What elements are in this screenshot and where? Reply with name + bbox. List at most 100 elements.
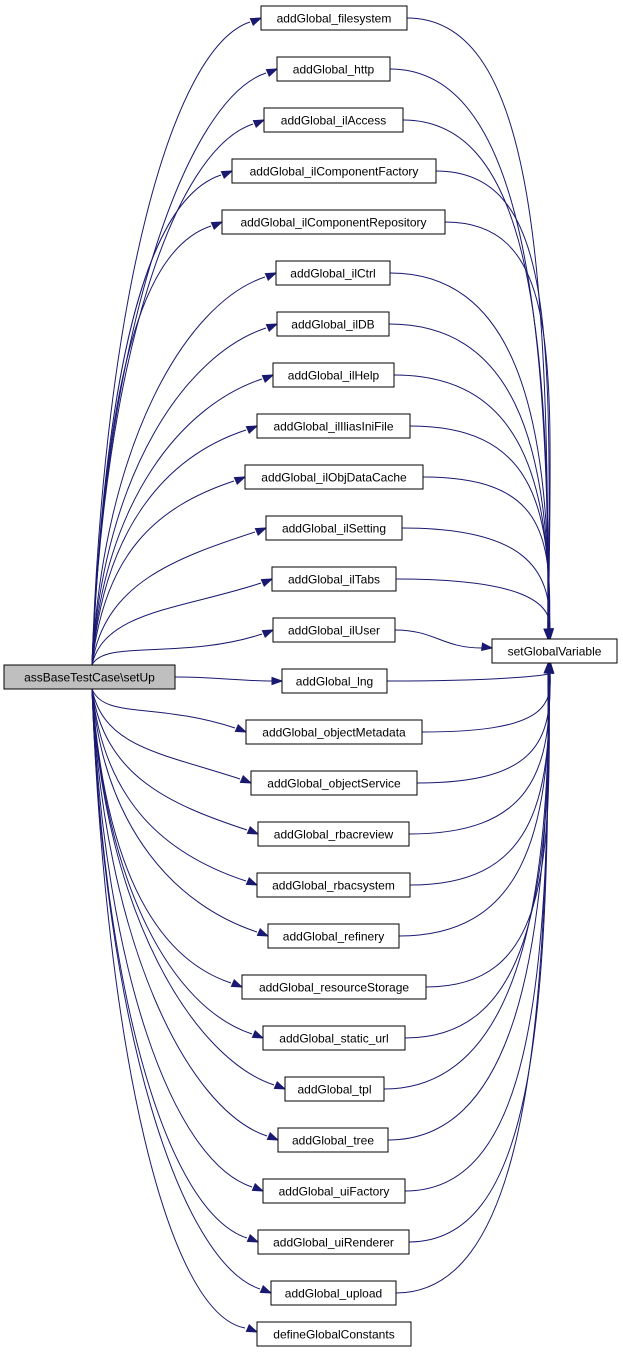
node-objectMetadata[interactable]: addGlobal_objectMetadata bbox=[245, 719, 423, 745]
edge-root-to-ilComponentRepository bbox=[91, 221, 224, 666]
node-rbacreview-box bbox=[257, 821, 410, 847]
node-uiRenderer[interactable]: addGlobal_uiRenderer bbox=[257, 1229, 410, 1255]
edge-root-to-ilTabs-arrowhead bbox=[260, 578, 274, 588]
edge-tree-to-target-line bbox=[387, 672, 550, 1141]
node-filesystem[interactable]: addGlobal_filesystem bbox=[260, 5, 408, 31]
edge-ilUser-to-target bbox=[394, 629, 494, 651]
node-tree-box bbox=[277, 1127, 389, 1153]
node-ilHelp[interactable]: addGlobal_ilHelp bbox=[272, 362, 395, 388]
edge-ilComponentRepository-to-target-line bbox=[444, 221, 551, 630]
edge-root-to-ilComponentFactory-line bbox=[91, 174, 222, 666]
edge-rbacsystem-to-target bbox=[409, 661, 554, 886]
node-static_url[interactable]: addGlobal_static_url bbox=[262, 1025, 406, 1051]
node-objectService[interactable]: addGlobal_objectService bbox=[250, 770, 418, 796]
node-ilSetting-label: addGlobal_ilSetting bbox=[282, 522, 386, 536]
node-refinery[interactable]: addGlobal_refinery bbox=[267, 923, 400, 949]
edge-root-to-objectMetadata-arrowhead bbox=[234, 723, 248, 733]
edge-root-to-objectService-arrowhead bbox=[239, 774, 253, 784]
node-rbacreview-label: addGlobal_rbacreview bbox=[274, 828, 394, 842]
edge-objectMetadata-to-target-line bbox=[421, 672, 551, 733]
node-ilDB[interactable]: addGlobal_ilDB bbox=[276, 311, 390, 337]
edge-root-to-ilTabs bbox=[91, 578, 274, 666]
edge-root-to-refinery-line bbox=[91, 688, 258, 933]
node-ilCtrl[interactable]: addGlobal_ilCtrl bbox=[275, 260, 391, 286]
node-ilAccess[interactable]: addGlobal_ilAccess bbox=[263, 107, 404, 133]
node-objectMetadata-label: addGlobal_objectMetadata bbox=[262, 726, 406, 740]
node-ilObjDataCache[interactable]: addGlobal_ilObjDataCache bbox=[244, 464, 424, 490]
node-ilComponentRepository[interactable]: addGlobal_ilComponentRepository bbox=[221, 209, 446, 235]
node-defineGlobalConstants-box bbox=[256, 1321, 412, 1347]
node-uiRenderer-label: addGlobal_uiRenderer bbox=[273, 1236, 394, 1250]
node-ilComponentRepository-box bbox=[221, 209, 446, 235]
node-lng-label: addGlobal_lng bbox=[296, 675, 373, 689]
node-objectMetadata-box bbox=[245, 719, 423, 745]
edge-root-to-rbacsystem-arrowhead bbox=[245, 876, 259, 886]
node-ilIliasIniFile-box bbox=[256, 413, 411, 439]
node-upload[interactable]: addGlobal_upload bbox=[270, 1280, 397, 1306]
edge-root-to-rbacsystem bbox=[91, 688, 259, 886]
node-resourceStorage-label: addGlobal_resourceStorage bbox=[259, 981, 409, 995]
node-tpl[interactable]: addGlobal_tpl bbox=[284, 1076, 385, 1102]
target-node[interactable]: setGlobalVariable bbox=[491, 638, 618, 664]
edge-ilComponentRepository-to-target bbox=[444, 221, 553, 641]
edge-root-to-rbacreview-arrowhead bbox=[246, 825, 260, 835]
edge-http-to-target bbox=[389, 68, 553, 641]
edge-ilSetting-to-target-line bbox=[401, 527, 551, 630]
node-ilCtrl-label: addGlobal_ilCtrl bbox=[290, 267, 375, 281]
edge-root-to-ilSetting-arrowhead bbox=[254, 527, 268, 537]
node-tree-label: addGlobal_tree bbox=[292, 1134, 374, 1148]
node-ilTabs-label: addGlobal_ilTabs bbox=[288, 573, 380, 587]
node-rbacsystem-box bbox=[256, 872, 411, 898]
edge-upload-to-target-arrowhead bbox=[543, 661, 553, 674]
edge-ilCtrl-to-target-line bbox=[389, 272, 550, 630]
node-ilIliasIniFile[interactable]: addGlobal_ilIliasIniFile bbox=[256, 413, 411, 439]
node-resourceStorage[interactable]: addGlobal_resourceStorage bbox=[241, 974, 427, 1000]
node-filesystem-box bbox=[260, 5, 408, 31]
node-objectService-label: addGlobal_objectService bbox=[267, 777, 401, 791]
node-tree[interactable]: addGlobal_tree bbox=[277, 1127, 389, 1153]
edge-objectService-to-target-line bbox=[416, 672, 551, 784]
node-uiFactory[interactable]: addGlobal_uiFactory bbox=[262, 1178, 406, 1204]
node-rbacsystem[interactable]: addGlobal_rbacsystem bbox=[256, 872, 411, 898]
edge-tpl-to-target-line bbox=[383, 672, 550, 1090]
edge-root-to-filesystem-arrowhead bbox=[249, 17, 263, 27]
node-uiFactory-box bbox=[262, 1178, 406, 1204]
node-http-box bbox=[276, 56, 391, 82]
node-ilUser[interactable]: addGlobal_ilUser bbox=[272, 617, 396, 643]
edge-ilUser-to-target-line bbox=[394, 629, 483, 649]
edge-root-to-ilObjDataCache-arrowhead bbox=[233, 476, 247, 486]
node-ilTabs[interactable]: addGlobal_ilTabs bbox=[271, 566, 397, 592]
node-uiRenderer-box bbox=[257, 1229, 410, 1255]
edge-root-to-resourceStorage-line bbox=[91, 688, 232, 984]
node-ilSetting[interactable]: addGlobal_ilSetting bbox=[265, 515, 403, 541]
edge-root-to-static_url-line bbox=[91, 688, 253, 1035]
node-uiFactory-label: addGlobal_uiFactory bbox=[279, 1185, 390, 1199]
node-rbacreview[interactable]: addGlobal_rbacreview bbox=[257, 821, 410, 847]
call-edges bbox=[91, 17, 555, 1333]
edge-root-to-uiRenderer-line bbox=[91, 688, 248, 1239]
node-upload-label: addGlobal_upload bbox=[285, 1287, 382, 1301]
node-lng[interactable]: addGlobal_lng bbox=[281, 668, 388, 694]
edge-root-to-uiFactory-arrowhead bbox=[251, 1182, 265, 1192]
edge-uiRenderer-to-target-line bbox=[408, 672, 549, 1243]
node-ilComponentFactory[interactable]: addGlobal_ilComponentFactory bbox=[231, 158, 437, 184]
edge-root-to-objectMetadata bbox=[91, 688, 248, 733]
edge-ilIliasIniFile-to-target bbox=[409, 425, 554, 641]
edge-root-to-lng-line bbox=[174, 676, 273, 682]
edge-upload-to-target bbox=[395, 661, 553, 1294]
edge-ilHelp-to-target-line bbox=[393, 374, 550, 630]
edge-root-to-objectMetadata-line bbox=[91, 688, 236, 729]
node-ilDB-box bbox=[276, 311, 390, 337]
node-refinery-label: addGlobal_refinery bbox=[283, 930, 384, 944]
node-ilAccess-label: addGlobal_ilAccess bbox=[281, 114, 386, 128]
node-filesystem-label: addGlobal_filesystem bbox=[277, 12, 392, 26]
edge-root-to-ilComponentFactory bbox=[91, 170, 234, 666]
node-defineGlobalConstants[interactable]: defineGlobalConstants bbox=[256, 1321, 412, 1347]
root-node[interactable]: assBaseTestCase\setUp bbox=[3, 664, 176, 690]
edge-root-to-ilIliasIniFile-arrowhead bbox=[245, 425, 259, 435]
node-http[interactable]: addGlobal_http bbox=[276, 56, 391, 82]
edge-root-to-rbacreview bbox=[91, 688, 260, 835]
node-ilAccess-box bbox=[263, 107, 404, 133]
edge-root-to-ilCtrl-arrowhead bbox=[264, 272, 278, 282]
